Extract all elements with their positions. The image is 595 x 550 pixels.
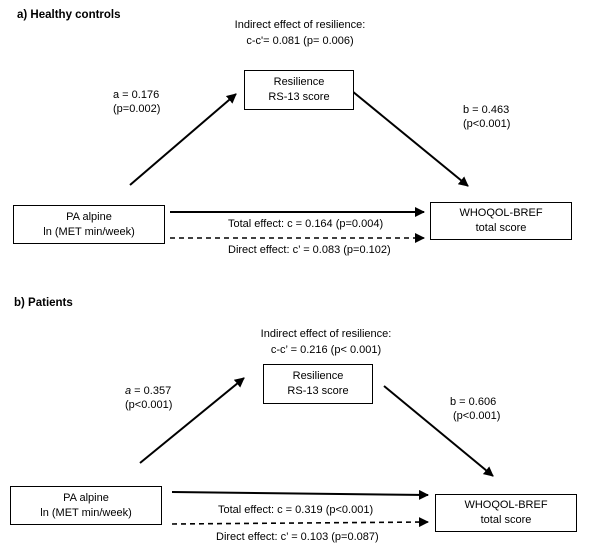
panel-a-total-effect: Total effect: c = 0.164 (p=0.004) — [228, 218, 384, 230]
total-effect-arrow-b — [171, 489, 429, 500]
panel-b-path-a-p: (p<0.001) — [125, 399, 173, 411]
panel-b-indirect-title: Indirect effect of resilience: — [260, 328, 392, 340]
panel-a-indirect-value: c-c'= 0.081 (p= 0.006) — [246, 35, 354, 47]
panel-b-mediator-box: Resilience RS-13 score — [263, 364, 373, 404]
panel-a-heading: a) Healthy controls — [17, 9, 121, 21]
panel-b-predictor-sublabel: ln (MET min/week) — [40, 506, 132, 519]
panel-b-indirect-value: c-c’ = 0.216 (p< 0.001) — [270, 344, 382, 356]
panel-b-mediator-sublabel: RS-13 score — [287, 385, 349, 397]
panel-b-outcome-label: WHOQOL-BREF — [464, 499, 548, 511]
panel-a-outcome-box: WHOQOL-BREF total score — [430, 202, 572, 240]
panel-b-path-a-letter: a — [125, 385, 132, 397]
path-b-arrow-a — [351, 90, 469, 187]
panel-b-path-b-p: (p<0.001) — [453, 410, 501, 422]
panel-b-path-a-value: = 0.357 — [131, 385, 172, 397]
panel-b-mediator-label: Resilience — [292, 370, 344, 382]
panel-a-outcome-sublabel: total score — [475, 222, 527, 234]
panel-a-path-a-p: (p=0.002) — [113, 103, 161, 115]
panel-a-indirect-title: Indirect effect of resilience: — [234, 19, 366, 31]
panel-a-mediator-sublabel: RS-13 score — [268, 91, 330, 103]
panel-b-outcome-sublabel: total score — [480, 514, 532, 526]
panel-a-path-b-coef: b = 0.463 — [463, 104, 510, 116]
panel-b-direct-effect: Direct effect: c’ = 0.103 (p=0.087) — [216, 531, 379, 543]
panel-b-heading: b) Patients — [14, 297, 73, 309]
panel-b-outcome-box: WHOQOL-BREF total score — [435, 494, 577, 532]
panel-b-predictor-label: PA alpine — [63, 491, 109, 504]
panel-b-total-effect: Total effect: c = 0.319 (p<0.001) — [218, 504, 374, 516]
panel-b-path-b-coef: b = 0.606 — [450, 396, 497, 408]
panel-b-path-a-coef: a = 0.357 — [125, 384, 171, 398]
path-a-arrow-b — [139, 377, 245, 464]
panel-a-mediator-label: Resilience — [273, 76, 325, 88]
panel-a-predictor-sublabel: ln (MET min/week) — [43, 225, 135, 238]
panel-a-direct-effect: Direct effect: c’ = 0.083 (p=0.102) — [228, 244, 391, 256]
panel-a-predictor-box: PA alpine ln (MET min/week) — [13, 205, 165, 244]
path-b-arrow-b — [383, 385, 494, 477]
panel-a-outcome-label: WHOQOL-BREF — [459, 207, 543, 219]
panel-a-mediator-box: Resilience RS-13 score — [244, 70, 354, 110]
panel-a-path-a-coef: a = 0.176 — [113, 89, 160, 101]
panel-a-path-b-p: (p<0.001) — [463, 118, 511, 130]
direct-effect-arrow-b — [171, 517, 429, 528]
path-a-arrow-a — [129, 93, 237, 186]
panel-a-predictor-label: PA alpine — [66, 210, 112, 223]
panel-b-predictor-box: PA alpine ln (MET min/week) — [10, 486, 162, 525]
